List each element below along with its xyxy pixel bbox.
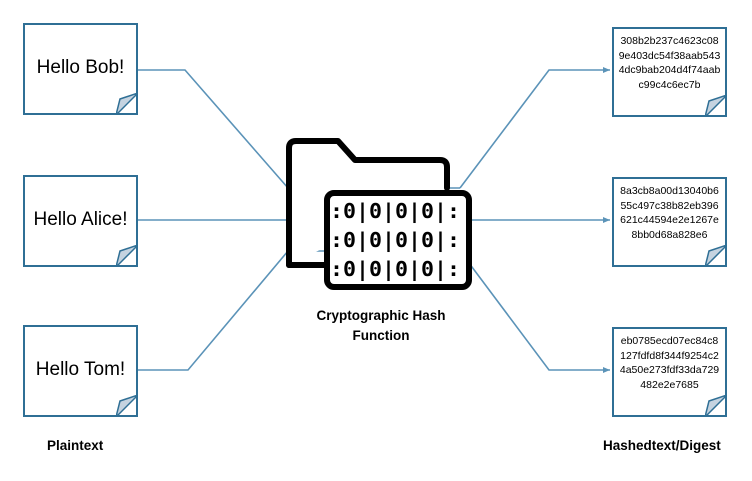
- digest-note-tom: eb0785ecd07ec84c8127fdfd8f344f9254c24a50…: [612, 327, 727, 417]
- plaintext-note-alice: Hello Alice!: [23, 175, 138, 267]
- page-fold-icon: [116, 93, 138, 115]
- plaintext-caption: Plaintext: [47, 438, 104, 453]
- page-fold-icon: [116, 245, 138, 267]
- page-fold-icon: [705, 95, 727, 117]
- svg-text::0|0|0|0|:: :0|0|0|0|:: [330, 199, 460, 223]
- svg-text::0|0|0|0|:: :0|0|0|0|:: [330, 257, 460, 281]
- page-fold-icon: [116, 395, 138, 417]
- plaintext-note-bob: Hello Bob!: [23, 23, 138, 115]
- digest-bob: 308b2b237c4623c089e403dc54f38aab5434dc9b…: [618, 35, 721, 91]
- plaintext-tom: Hello Tom!: [35, 358, 126, 380]
- digest-alice: 8a3cb8a00d13040b655c497c38b82eb396621c44…: [620, 185, 719, 241]
- digest-note-bob: 308b2b237c4623c089e403dc54f38aab5434dc9b…: [612, 27, 727, 117]
- hash-function-label: Cryptographic Hash Function: [316, 308, 446, 343]
- plaintext-note-tom: Hello Tom!: [23, 325, 138, 417]
- line-tom-out: [459, 250, 610, 373]
- digest-note-alice: 8a3cb8a00d13040b655c497c38b82eb396621c44…: [612, 177, 727, 267]
- binary-digits: :0|0|0|0|: :0|0|0|0|: :0|0|0|0|:: [330, 199, 460, 281]
- line-bob-out: [459, 67, 610, 189]
- page-fold-icon: [705, 245, 727, 267]
- page-fold-icon: [705, 395, 727, 417]
- svg-text::0|0|0|0|:: :0|0|0|0|:: [330, 228, 460, 252]
- digest-tom: eb0785ecd07ec84c8127fdfd8f344f9254c24a50…: [619, 335, 720, 391]
- plaintext-bob: Hello Bob!: [36, 56, 125, 78]
- digest-caption: Hashedtext/Digest: [603, 438, 721, 453]
- folder-binary-icon: [286, 138, 472, 290]
- plaintext-alice: Hello Alice!: [33, 208, 128, 230]
